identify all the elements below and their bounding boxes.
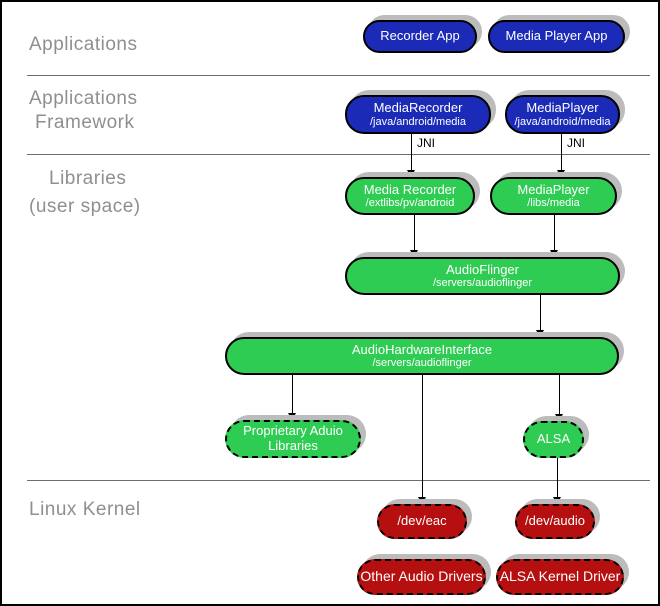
node-alsa-kernel-driver: ALSA Kernel Driver xyxy=(496,559,624,595)
node-title: MediaPlayer xyxy=(526,100,599,116)
node-media-player-app: Media Player App xyxy=(488,20,625,53)
node-audiohardwareinterface: AudioHardwareInterface /servers/audiofli… xyxy=(225,337,619,375)
arrow-head-flinger-to-ahi xyxy=(536,330,544,337)
node-title: MediaRecorder xyxy=(373,100,463,116)
divider-framework xyxy=(27,154,650,155)
node-title: /dev/audio xyxy=(525,513,585,529)
arrow-line-flinger-to-ahi xyxy=(540,295,541,330)
arrow-head-recorder-to-flinger xyxy=(410,250,418,257)
arrow-head-jni-left xyxy=(407,170,415,177)
layer-label-libraries-line1: Libraries xyxy=(49,168,127,189)
node-title: Other Audio Drivers xyxy=(360,568,483,585)
node-media-recorder-lib: Media Recorder /extlibs/pv/android xyxy=(345,177,475,215)
arrow-head-ahi-to-alsa xyxy=(555,414,563,421)
node-proprietary-audio-libraries: Proprietary Aduio Libraries xyxy=(225,420,361,458)
node-title-line2: Libraries xyxy=(268,438,318,453)
node-recorder-app: Recorder App xyxy=(363,20,477,53)
node-alsa: ALSA xyxy=(523,421,584,458)
node-title: Media Player App xyxy=(505,28,608,44)
node-title: MediaPlayer xyxy=(517,181,590,197)
node-title: Recorder App xyxy=(380,28,460,44)
arrow-line-player-to-flinger xyxy=(554,215,555,250)
arrow-line-ahi-to-proprietary xyxy=(292,375,293,413)
node-other-audio-drivers: Other Audio Drivers xyxy=(357,559,486,595)
layer-label-linux-kernel: Linux Kernel xyxy=(29,499,141,520)
node-title: ALSA Kernel Driver xyxy=(499,568,621,585)
arrow-line-jni-right xyxy=(561,134,562,170)
layer-label-applications-framework-line2: Framework xyxy=(35,112,135,133)
node-title: AudioFlinger xyxy=(446,261,519,277)
node-mediaplayer-lib: MediaPlayer /libs/media xyxy=(490,177,617,215)
layer-label-applications-framework-line1: Applications xyxy=(29,88,138,109)
node-mediaplayer-framework: MediaPlayer /java/android/media xyxy=(505,95,620,134)
arrow-head-jni-right xyxy=(557,170,565,177)
arrow-line-alsa-to-dev-audio xyxy=(557,458,558,497)
arrow-head-ahi-to-dev-eac xyxy=(418,497,426,504)
arrow-line-ahi-to-dev-eac xyxy=(422,375,423,497)
divider-applications xyxy=(27,75,650,76)
node-title: ALSA xyxy=(536,431,571,447)
node-subtitle: /libs/media xyxy=(527,197,580,210)
node-title-line1: Proprietary Aduio xyxy=(243,423,343,439)
node-title: AudioHardwareInterface xyxy=(351,341,493,357)
arrow-head-alsa-to-dev-audio xyxy=(553,497,561,504)
node-audioflinger: AudioFlinger /servers/audioflinger xyxy=(345,257,620,295)
arrow-head-ahi-to-proprietary xyxy=(288,413,296,420)
divider-kernel xyxy=(27,480,650,481)
node-mediarecorder-framework: MediaRecorder /java/android/media xyxy=(345,95,491,134)
node-subtitle: /extlibs/pv/android xyxy=(365,197,455,210)
arrow-head-player-to-flinger xyxy=(550,250,558,257)
node-subtitle: /servers/audioflinger xyxy=(432,277,533,290)
arrow-line-recorder-to-flinger xyxy=(414,215,415,250)
node-dev-eac: /dev/eac xyxy=(377,504,467,539)
jni-label-left: JNI xyxy=(417,136,435,150)
node-subtitle: /java/android/media xyxy=(369,115,466,128)
node-dev-audio: /dev/audio xyxy=(515,504,595,539)
node-title: Media Recorder xyxy=(363,181,457,197)
layer-label-applications: Applications xyxy=(29,34,138,55)
node-subtitle: /servers/audioflinger xyxy=(372,357,472,370)
node-subtitle: /java/android/media xyxy=(514,115,611,128)
arrow-line-ahi-to-alsa xyxy=(559,375,560,414)
arrow-line-jni-left xyxy=(411,134,412,170)
node-title: /dev/eac xyxy=(397,513,447,529)
layer-label-libraries-line2: (user space) xyxy=(29,196,141,217)
jni-label-right: JNI xyxy=(567,136,585,150)
